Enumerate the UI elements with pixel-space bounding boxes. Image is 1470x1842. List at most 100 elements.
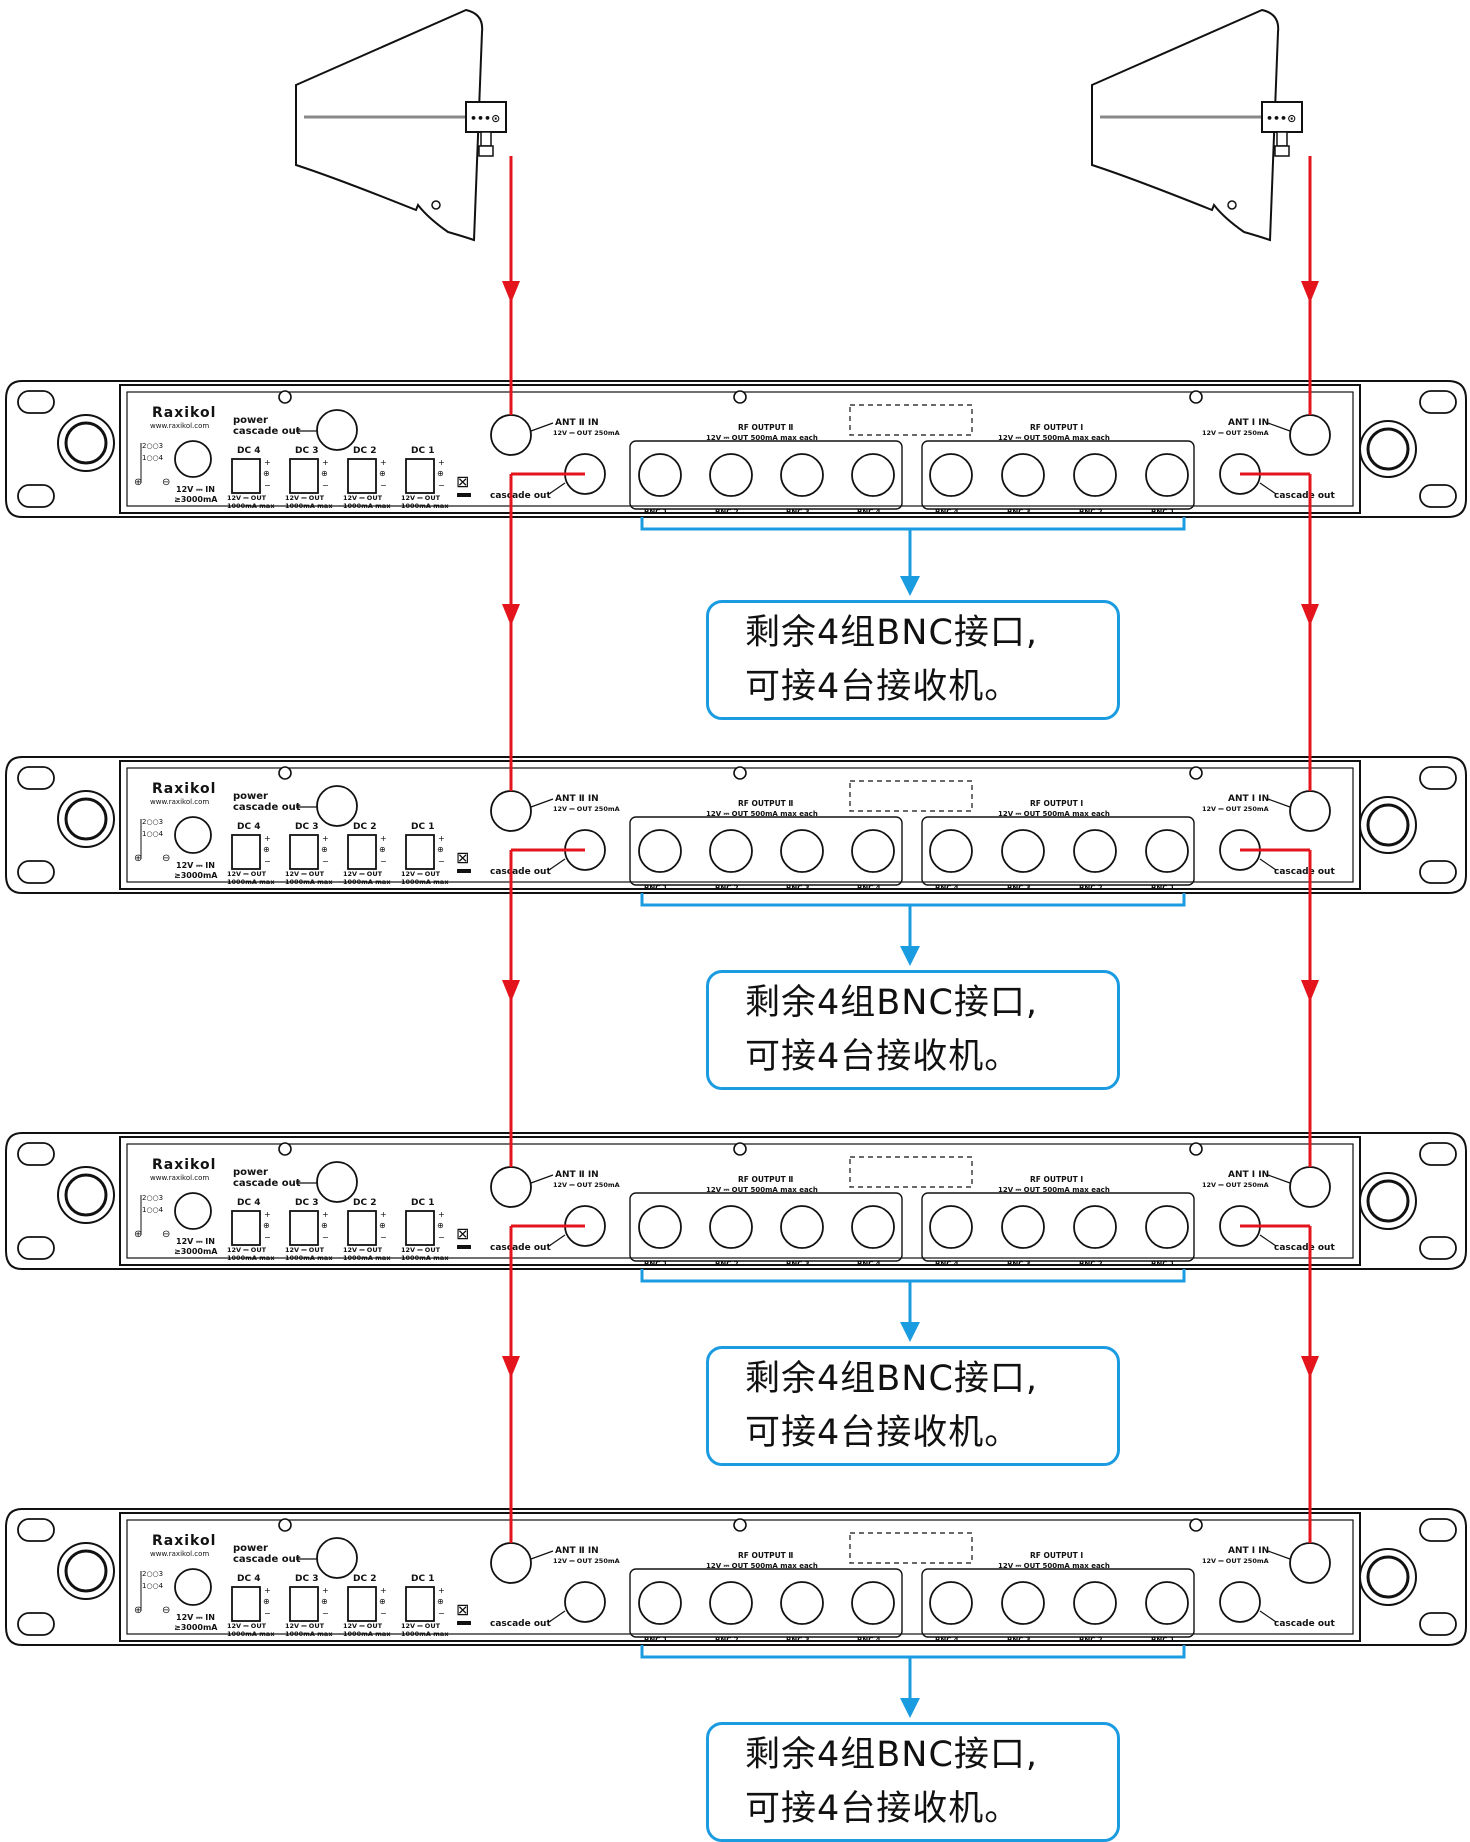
dc-polarity: + (322, 458, 329, 467)
rack-handle-hole (1366, 1179, 1410, 1223)
dc-output-current: 1000mA max (401, 878, 449, 886)
power-label: power (233, 1543, 268, 1554)
dc-output-current: 1000mA max (227, 878, 275, 886)
rack-handle-hole (1366, 427, 1410, 471)
dc-output-label: DC 4 (237, 822, 260, 832)
callout-line2: 可接4台接收机。 (745, 1789, 1021, 1829)
ant2-in-spec: 12V ⎓ OUT 250mA (553, 429, 620, 437)
rf-output-1-bnc (1145, 453, 1189, 497)
signal-arrow (502, 281, 520, 303)
rf-output-2-bnc (709, 1205, 753, 1249)
dc-polarity: − (438, 1233, 445, 1242)
dc-output-spec: 12V ⎓ OUT (285, 494, 325, 502)
rf-output-2-port-label: BNC 2 (715, 1636, 739, 1644)
dc-polarity: ⊕ (321, 1221, 328, 1230)
dc-output-spec: 12V ⎓ OUT (401, 494, 441, 502)
rf-output-2-port-label: BNC 1 (644, 1636, 668, 1644)
dc-output-spec: 12V ⎓ OUT (343, 494, 383, 502)
callout-line1: 剩余4组BNC接口, (745, 1735, 1039, 1775)
rf-output-2-bnc (709, 829, 753, 873)
dc-output-label: DC 4 (237, 1574, 260, 1584)
panel-screw (278, 390, 292, 404)
rf-output-2-title: RF OUTPUT Ⅱ (738, 799, 793, 808)
dc-output-jack (289, 1210, 319, 1246)
polarity-symbol: ⊖ (162, 853, 170, 864)
antenna-layer: •••⊙•••⊙ (295, 8, 1303, 242)
dc-polarity: − (380, 481, 387, 490)
dc-polarity: − (264, 1233, 271, 1242)
power-label: power (233, 415, 268, 426)
label-area (849, 404, 973, 436)
dc-output-jack (405, 1586, 435, 1622)
rf-output-2-bnc (638, 453, 682, 497)
rf-output-2-title: RF OUTPUT Ⅱ (738, 1551, 793, 1560)
rf-output-1-frame (921, 1568, 1195, 1638)
dc-polarity: + (264, 1586, 271, 1595)
dc-output-spec: 12V ⎓ OUT (401, 1246, 441, 1254)
dc-polarity: ⊕ (437, 845, 444, 854)
leader-line (1267, 1174, 1291, 1184)
dc-polarity: + (322, 834, 329, 843)
rf-output-1-title: RF OUTPUT Ⅰ (1030, 423, 1083, 432)
dc-polarity: + (322, 1210, 329, 1219)
callout-remaining-bnc: 剩余4组BNC接口,可接4台接收机。 (706, 970, 1120, 1090)
rf-output-1-title: RF OUTPUT Ⅰ (1030, 799, 1083, 808)
dc-polarity: ⊕ (263, 1221, 270, 1230)
rf-output-1-bnc (1145, 829, 1189, 873)
leader-line (530, 798, 554, 808)
log-periodic-antenna: •••⊙ (1091, 8, 1303, 242)
polarity-symbol: ⊕ (134, 853, 142, 864)
dc-polarity: − (264, 857, 271, 866)
dc-output-jack (231, 834, 261, 870)
rack-ear-slot (1419, 1612, 1457, 1636)
rf-output-1-bnc (1001, 1581, 1045, 1625)
rack-ear-slot (17, 1612, 55, 1636)
dc-output-jack (289, 1586, 319, 1622)
dc-output-spec: 12V ⎓ OUT (285, 1246, 325, 1254)
ant1-in-port (1289, 1542, 1331, 1584)
power-in-current: ≥3000mA (174, 1623, 218, 1632)
dc-polarity: ⊕ (263, 469, 270, 478)
callout-line2: 可接4台接收机。 (745, 667, 1021, 707)
rf-output-1-frame (921, 440, 1195, 510)
dc-polarity: + (438, 458, 445, 467)
rf-output-1-port-label: BNC 3 (1007, 508, 1031, 516)
leader-line (548, 1610, 566, 1623)
weee-bar (457, 1621, 471, 1625)
rack-ear-slot (1419, 390, 1457, 414)
callout-line2: 可接4台接收机。 (745, 1037, 1021, 1077)
ant2-in-label: ANT Ⅱ IN (555, 1170, 599, 1180)
power-in-label: 12V ⎓ IN (176, 1613, 215, 1622)
rf-output-1-port-label: BNC 3 (1007, 884, 1031, 892)
ant1-in-port (1289, 790, 1331, 832)
power-cascade-port (316, 785, 358, 827)
dc-polarity: + (380, 1586, 387, 1595)
label-area (849, 780, 973, 812)
ant1-in-port (1289, 414, 1331, 456)
dc-output-spec: 12V ⎓ OUT (227, 1622, 267, 1630)
ant2-in-label: ANT Ⅱ IN (555, 418, 599, 428)
rf-output-2-frame (629, 1192, 903, 1262)
rf-output-2-title: RF OUTPUT Ⅱ (738, 1175, 793, 1184)
ant2-in-spec: 12V ⎓ OUT 250mA (553, 1557, 620, 1565)
antenna-connector-box (1261, 101, 1303, 133)
rf-output-2-spec: 12V ⎓ OUT 500mA max each (706, 1186, 818, 1194)
rack-ear-slot (1419, 860, 1457, 884)
dc-output-current: 1000mA max (343, 502, 391, 510)
rf-output-2-port-label: BNC 1 (644, 508, 668, 516)
dc-output-spec: 12V ⎓ OUT (401, 1622, 441, 1630)
rf-output-2-bnc (780, 1581, 824, 1625)
rf-output-2-bnc (709, 1581, 753, 1625)
dc-polarity: + (264, 834, 271, 843)
leader-line (548, 858, 566, 871)
dc-polarity: ⊕ (321, 469, 328, 478)
polarity-symbol: ⊕ (134, 1605, 142, 1616)
panel-screw (733, 1518, 747, 1532)
cascade-out-label: cascade out (490, 1619, 551, 1629)
callout-line1: 剩余4组BNC接口, (745, 1359, 1039, 1399)
rf-output-2-port-label: BNC 4 (857, 508, 881, 516)
rf-output-2-port-label: BNC 4 (857, 1260, 881, 1268)
leader-line (1259, 1234, 1277, 1247)
